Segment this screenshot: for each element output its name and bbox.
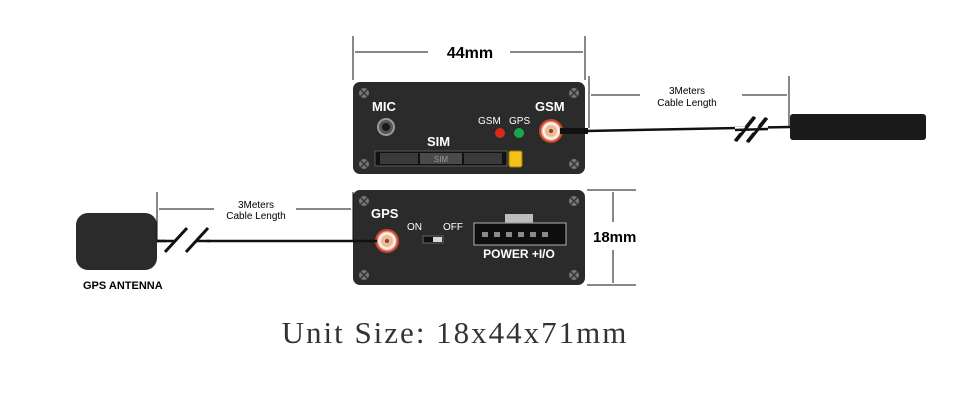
pin [530, 232, 536, 237]
sim-slot[interactable]: SIM [374, 150, 508, 167]
mic-label: MIC [372, 99, 396, 114]
gps-antenna-connector-icon [375, 229, 399, 253]
microphone-icon [377, 118, 395, 136]
gps-cable [76, 213, 377, 270]
unit-size-caption: Unit Size: 18x44x71mm [282, 315, 629, 350]
power-switch[interactable] [422, 235, 444, 244]
gsm-cable-length-dimension: 3Meters Cable Length [588, 76, 790, 128]
gsm-led-indicator [495, 128, 505, 138]
screw-icon [359, 196, 369, 206]
back-panel: GPS ON OFF POWER +I/O [353, 190, 585, 285]
screw-icon [359, 88, 369, 98]
gsm-cable-length-line2: Cable Length [657, 98, 717, 109]
gsm-antenna [790, 114, 926, 140]
pin [506, 232, 512, 237]
screw-icon [569, 196, 579, 206]
front-panel: MIC SIM GSM GPS GSM SIM [353, 82, 585, 174]
screw-icon [569, 270, 579, 280]
pin [494, 232, 500, 237]
gps-antenna-label: GPS ANTENNA [83, 280, 163, 292]
width-dimension: 44mm [352, 36, 586, 80]
screw-icon [359, 270, 369, 280]
gps-antenna-module [76, 213, 157, 270]
led-gps-label: GPS [509, 116, 530, 127]
gps-label: GPS [371, 206, 399, 221]
switch-on-label: ON [407, 222, 422, 233]
height-dimension: 18mm [587, 189, 636, 286]
gps-cable-length-dimension: 3Meters Cable Length [156, 192, 354, 240]
gsm-cable-length-line1: 3Meters [669, 86, 705, 97]
screw-icon [569, 88, 579, 98]
power-io-port [473, 214, 567, 246]
gps-cable-length-line2: Cable Length [226, 211, 286, 222]
width-label: 44mm [447, 45, 493, 62]
screw-icon [359, 159, 369, 169]
led-gsm-label: GSM [478, 116, 501, 127]
sim-label: SIM [427, 134, 450, 149]
power-io-label: POWER +I/O [483, 247, 555, 261]
pin [482, 232, 488, 237]
pin [518, 232, 524, 237]
sim-eject-button[interactable] [508, 150, 523, 168]
gsm-label: GSM [535, 99, 565, 114]
gps-cable-length-line1: 3Meters [238, 200, 274, 211]
gsm-antenna-connector-icon [539, 119, 563, 143]
height-label: 18mm [593, 229, 636, 246]
sim-slot-label: SIM [434, 155, 449, 164]
switch-off-label: OFF [443, 222, 463, 233]
gps-led-indicator [514, 128, 524, 138]
pin [542, 232, 548, 237]
gsm-cable [560, 114, 926, 143]
screw-icon [569, 159, 579, 169]
